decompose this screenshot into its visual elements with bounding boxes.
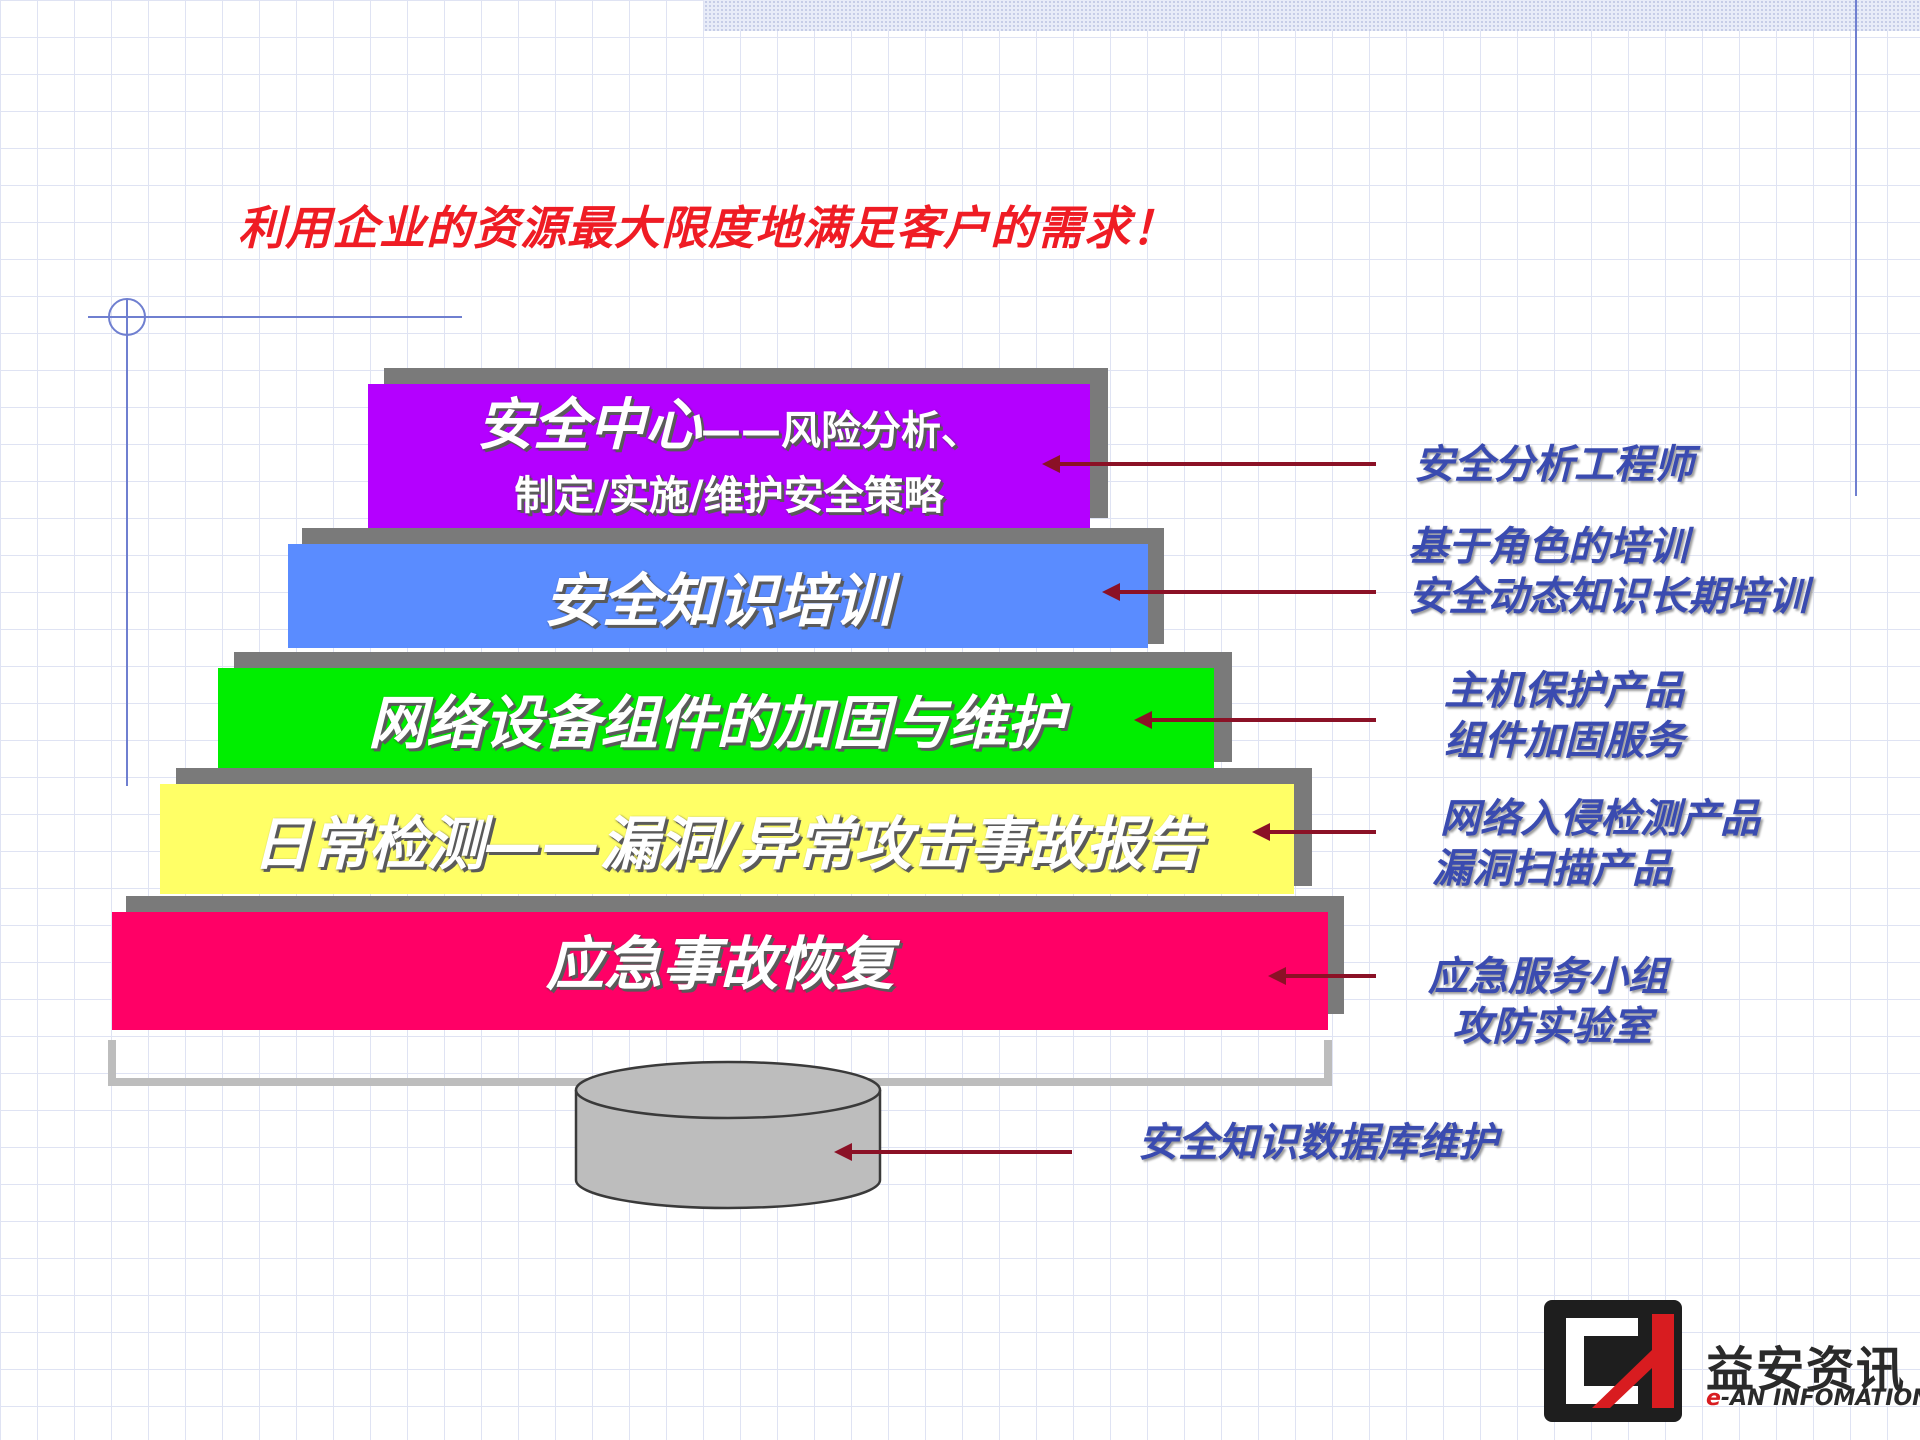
role-line: 应急服务小组: [1428, 954, 1668, 1000]
deco-circle: [108, 298, 146, 336]
layer-label: 安全知识培训: [543, 567, 892, 635]
logo-name: 益安资讯: [1706, 1342, 1907, 1398]
slogan: 利用企业的资源最大限度地满足客户的需求！: [238, 201, 1178, 255]
logo-sub-prefix: e: [1706, 1386, 1721, 1411]
role-line: 网络入侵检测产品: [1440, 796, 1760, 842]
header-band: [704, 0, 1920, 31]
role-line: 安全分析工程师: [1414, 442, 1694, 488]
role-text: 网络入侵检测产品 漏洞扫描产品: [1432, 794, 1760, 894]
logo-sub-rest: -AN INFOMATION: [1720, 1386, 1920, 1411]
layer-face: 安全中心——风险分析、 制定/实施/维护安全策略: [368, 384, 1090, 532]
e-an-logo-icon: [1544, 1300, 1682, 1422]
layer-title-suffix: ——风险分析、: [701, 407, 981, 454]
layer-face: 日常检测——漏洞/异常攻击事故报告: [160, 784, 1294, 894]
role-text: 主机保护产品 组件加固服务: [1444, 666, 1684, 766]
database-label: 安全知识数据库维护: [1138, 1120, 1498, 1166]
layer-label: 网络设备组件的加固与维护: [367, 689, 1064, 757]
role-text: 安全分析工程师: [1414, 440, 1694, 490]
arrow-left-icon: [1102, 583, 1376, 601]
logo-subtitle: e-AN INFOMATION: [1706, 1386, 1920, 1411]
layer-label: 应急事故恢复: [545, 930, 894, 998]
deco-left-line: [126, 300, 128, 786]
deco-top-line: [88, 316, 462, 318]
layer-label: 日常检测——漏洞/异常攻击事故报告: [252, 810, 1202, 878]
deco-right-line: [1855, 0, 1857, 496]
role-line: 攻防实验室: [1452, 1004, 1652, 1050]
role-line: 主机保护产品: [1444, 668, 1684, 714]
layer-face: 安全知识培训: [288, 544, 1148, 648]
layer-subtitle: 制定/实施/维护安全策略: [514, 472, 944, 519]
role-text: 应急服务小组 攻防实验室: [1428, 952, 1668, 1052]
role-text: 基于角色的培训 安全动态知识长期培训: [1408, 522, 1808, 622]
layer-face: 网络设备组件的加固与维护: [218, 668, 1214, 768]
arrow-left-icon: [834, 1143, 1072, 1161]
arrow-left-icon: [1268, 967, 1376, 985]
role-line: 漏洞扫描产品: [1432, 846, 1672, 892]
arrow-left-icon: [1134, 711, 1376, 729]
layer-title: 安全中心: [477, 392, 701, 458]
arrow-left-icon: [1252, 823, 1376, 841]
role-line: 组件加固服务: [1444, 718, 1684, 764]
role-line: 基于角色的培训: [1408, 524, 1688, 570]
role-line: 安全动态知识长期培训: [1408, 574, 1808, 620]
layer-face: 应急事故恢复: [112, 912, 1328, 1030]
arrow-left-icon: [1042, 455, 1376, 473]
database-cylinder-icon: [574, 1060, 882, 1210]
